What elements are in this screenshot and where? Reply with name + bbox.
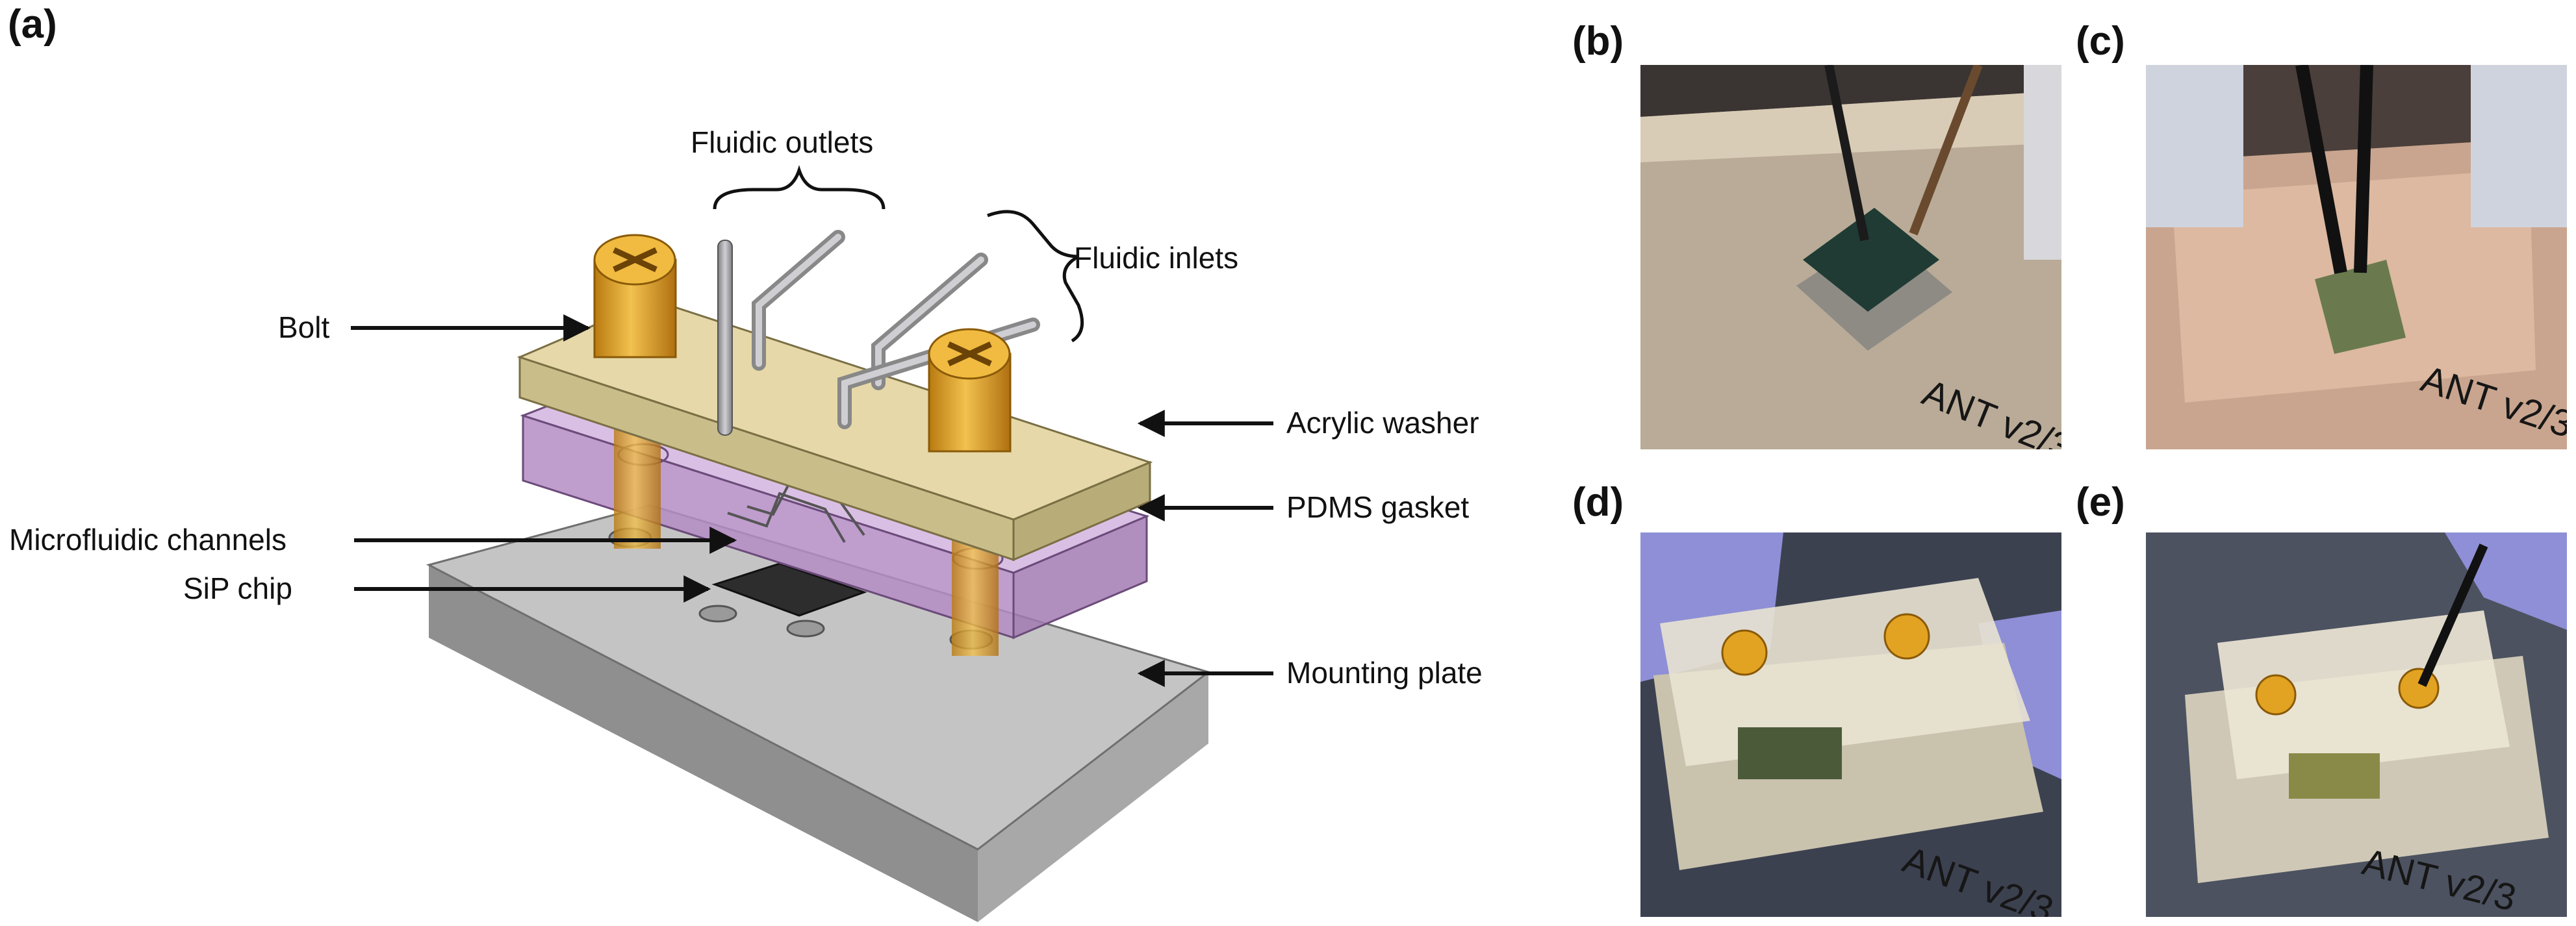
photo-b: ANT v2/3 <box>1640 65 2061 449</box>
inlets-brace <box>987 210 1084 343</box>
acrylic-washer <box>516 299 1153 562</box>
panel-label-d: (d) <box>1572 480 1624 525</box>
panel-label-c: (c) <box>2076 19 2125 64</box>
photo-d: ANT v2/3 <box>1640 532 2061 917</box>
callout-microfluidic-channels: Microfluidic channels <box>9 523 287 557</box>
assembly-diagram <box>351 165 1273 922</box>
callout-mounting-plate: Mounting plate <box>1286 656 1483 690</box>
bolt-left <box>593 234 677 358</box>
panel-label-e: (e) <box>2076 480 2125 525</box>
bolt-right <box>928 328 1012 453</box>
photo-c: ANT v2/3 <box>2146 65 2567 449</box>
fluidic-tubes <box>717 230 1040 436</box>
callout-acrylic-washer: Acrylic washer <box>1286 406 1479 440</box>
sip-chip <box>711 562 867 617</box>
callout-pdms-gasket: PDMS gasket <box>1286 490 1470 524</box>
callout-fluidic-outlets: Fluidic outlets <box>691 125 874 159</box>
callout-sip-chip: SiP chip <box>183 571 292 605</box>
callout-bolt: Bolt <box>278 310 330 344</box>
photo-e: ANT v2/3 <box>2146 532 2567 917</box>
mounting-plate <box>426 504 1211 922</box>
panel-label-b: (b) <box>1572 19 1624 64</box>
callout-fluidic-inlets: Fluidic inlets <box>1074 241 1239 275</box>
outlets-brace <box>713 165 886 210</box>
panel-label-a: (a) <box>8 2 57 47</box>
